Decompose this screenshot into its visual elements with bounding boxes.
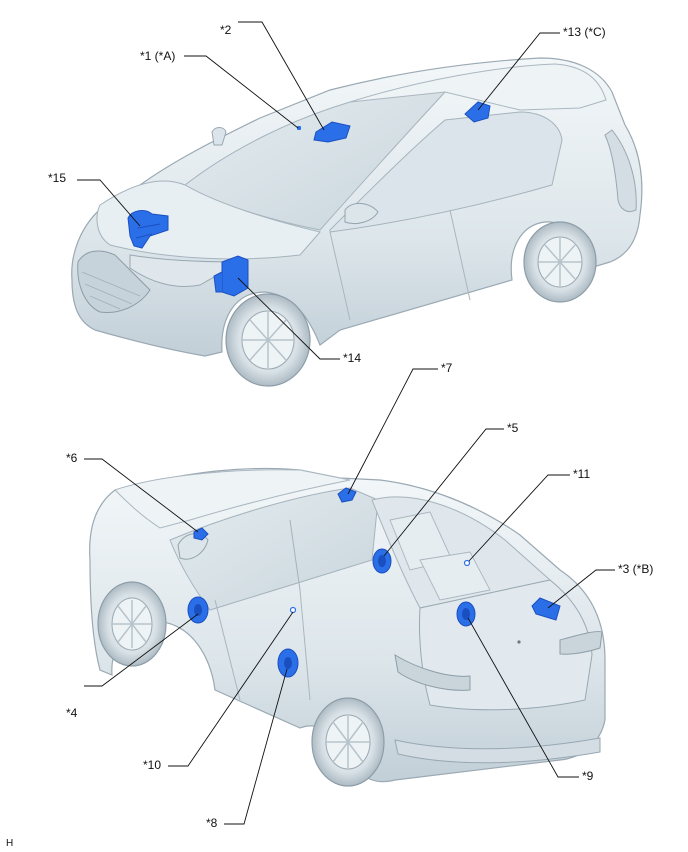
leader-2 xyxy=(238,21,325,131)
leader-5 xyxy=(383,428,504,557)
callout-6: *6 xyxy=(66,451,78,465)
callout-5: *5 xyxy=(507,421,519,435)
front-car-grille xyxy=(77,250,151,314)
leader-15 xyxy=(77,179,141,227)
callout-9: *9 xyxy=(582,769,594,783)
rear-car-side-windows xyxy=(169,487,379,611)
leader-6 xyxy=(84,458,199,533)
leader-13 xyxy=(477,32,560,111)
component-6 xyxy=(193,527,209,541)
leader-14 xyxy=(237,277,340,360)
component-1 xyxy=(297,126,301,130)
rear-car-tail-light-right xyxy=(559,631,603,655)
leader-11 xyxy=(468,474,570,562)
component-7 xyxy=(337,487,357,503)
callout-13: *13 (*C) xyxy=(563,25,606,39)
front-car-mirror xyxy=(344,203,379,225)
front-car-side-windows xyxy=(329,111,563,233)
callout-15: *15 xyxy=(48,171,67,185)
component-14 xyxy=(221,255,249,297)
component-10 xyxy=(289,606,297,614)
component-15 xyxy=(127,210,169,249)
leader-3 xyxy=(547,569,615,609)
component-2 xyxy=(313,121,351,143)
callout-10: *10 xyxy=(143,758,162,772)
component-11 xyxy=(463,559,471,567)
leader-4 xyxy=(84,613,199,687)
callout-1: *1 (*A) xyxy=(140,49,176,63)
leader-lines xyxy=(77,21,615,825)
callout-7: *7 xyxy=(441,361,453,375)
callout-3: *3 (*B) xyxy=(618,562,654,576)
leader-10 xyxy=(168,611,294,767)
front-view-vehicle xyxy=(71,57,643,387)
callout-4: *4 xyxy=(66,706,78,720)
callout-8: *8 xyxy=(206,816,218,830)
leader-9 xyxy=(467,617,579,778)
callout-14: *14 xyxy=(343,351,362,365)
front-car-roof xyxy=(349,63,607,111)
figure-code: H xyxy=(6,838,14,849)
leader-1 xyxy=(184,55,299,129)
callout-2: *2 xyxy=(220,23,232,37)
leader-7 xyxy=(347,368,438,495)
front-car-hood xyxy=(96,180,321,260)
rear-view-vehicle xyxy=(89,467,606,787)
rear-car-tail-light-left xyxy=(394,654,471,691)
leader-8 xyxy=(224,668,288,825)
callout-11: *11 xyxy=(573,467,591,481)
component-13 xyxy=(464,101,491,123)
